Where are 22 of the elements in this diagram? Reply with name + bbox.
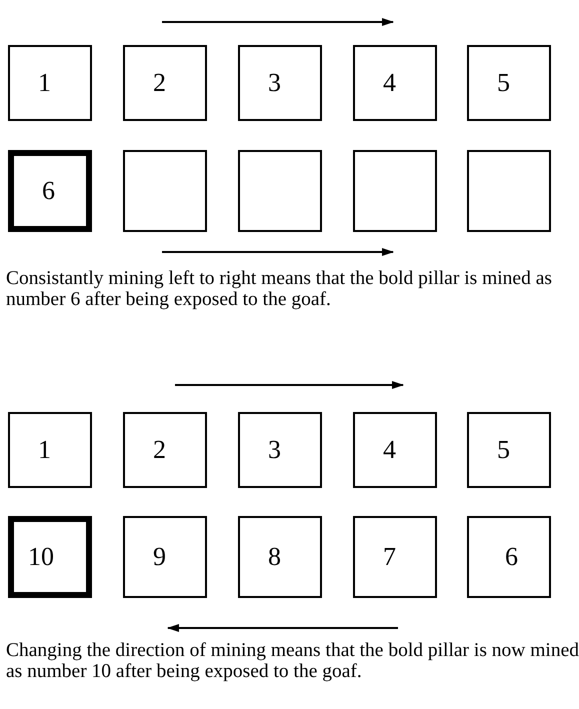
pillar <box>353 150 437 232</box>
bold-pillar: 6 <box>8 150 92 232</box>
pillar: 2 <box>123 412 207 488</box>
pillar: 4 <box>353 412 437 488</box>
pillar: 6 <box>467 516 551 598</box>
pillar: 3 <box>238 45 322 121</box>
pillar: 4 <box>353 45 437 121</box>
caption-text: Consistantly mining left to right means that the bold pillar is mined as number 6 after being exposed to the goaf. <box>6 268 553 310</box>
pillar: 3 <box>238 412 322 488</box>
pillar: 5 <box>467 412 551 488</box>
pillar: 5 <box>467 45 551 121</box>
pillar: 7 <box>353 516 437 598</box>
pillar: 1 <box>8 45 92 121</box>
pillar: 9 <box>123 516 207 598</box>
caption-text: Changing the direction of mining means that the bold pillar is now mined as number 10 after being exposed to the goaf. <box>6 640 579 682</box>
pillar: 2 <box>123 45 207 121</box>
pillar: 8 <box>238 516 322 598</box>
pillar <box>467 150 551 232</box>
pillar <box>238 150 322 232</box>
pillar: 1 <box>8 412 92 488</box>
bold-pillar: 10 <box>8 516 92 598</box>
pillar <box>123 150 207 232</box>
